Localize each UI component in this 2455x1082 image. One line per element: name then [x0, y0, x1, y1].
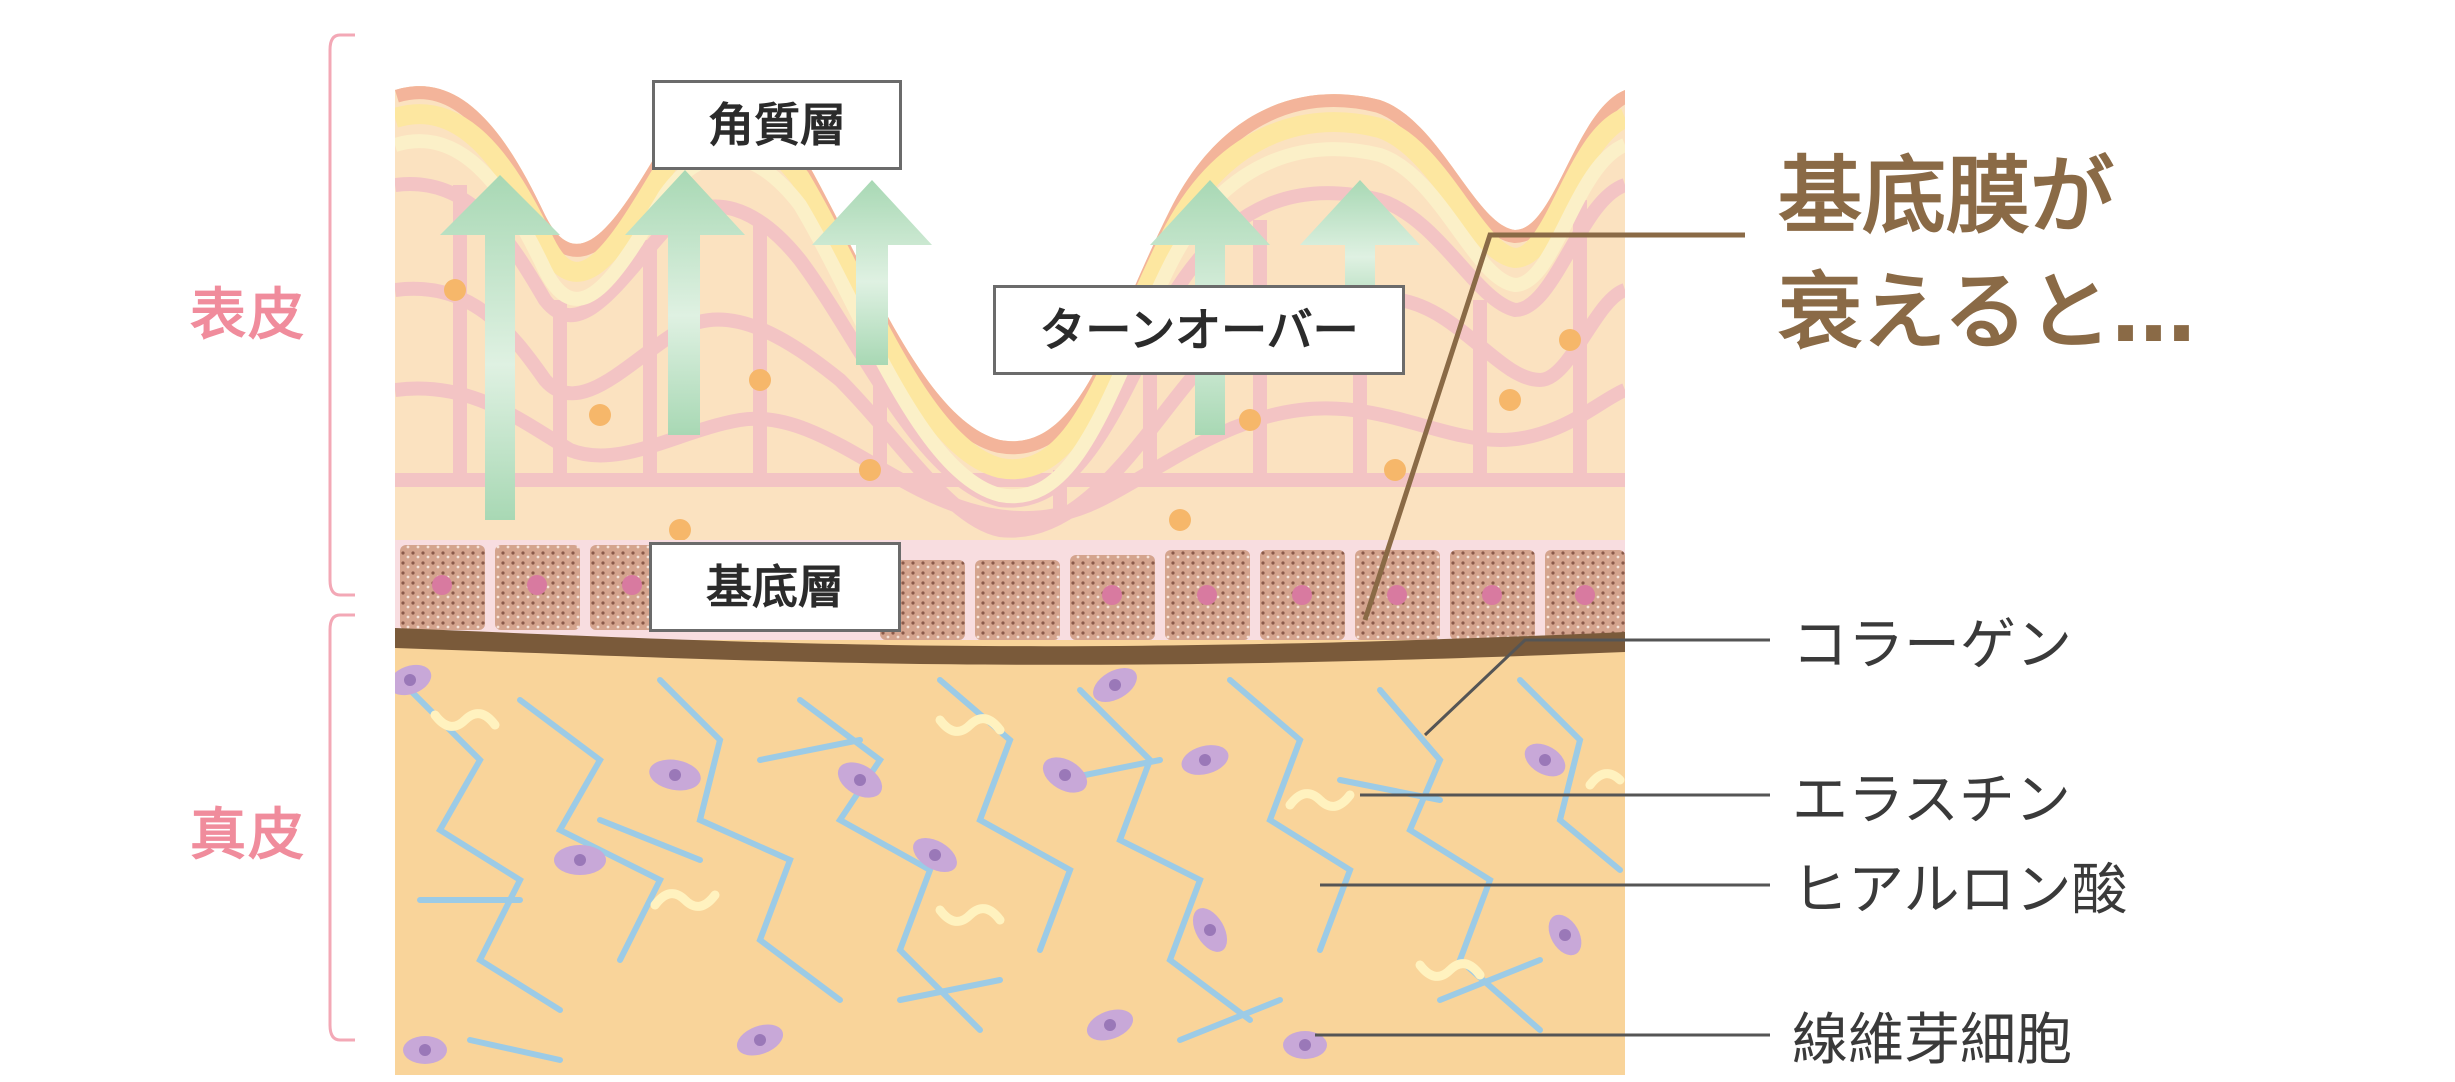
turnover-arrow [625, 170, 745, 435]
cell-nuclei [444, 279, 1581, 541]
fibroblast-callout: 線維芽細胞 [1792, 1008, 2072, 1073]
headline-line-1: 基底膜が [1778, 147, 2115, 245]
collagen-leader [1423, 638, 1770, 737]
headline-line-2: 衰えると… [1778, 263, 2196, 361]
dermis-bracket [328, 613, 355, 1042]
region-brackets [328, 33, 355, 1042]
hyaluronic-acid-callout: ヒアルロン酸 [1792, 858, 2128, 923]
stratum-corneum-band-1 [395, 104, 1625, 480]
basement-membrane-leader [1362, 232, 1745, 621]
stratum-corneum-label: 角質層 [652, 80, 902, 170]
turnover-arrow [1300, 180, 1420, 320]
collagen-callout: コラーゲン [1792, 613, 2072, 678]
skin-layers [395, 86, 1625, 1075]
basal-layer-label: 基底層 [649, 542, 901, 632]
turnover-arrow [440, 175, 560, 520]
epidermis-cell-walls [395, 176, 1625, 538]
elastin-fibers [430, 709, 1625, 981]
epidermis-label: 表皮 [190, 283, 306, 348]
leader-lines [1315, 232, 1770, 1037]
dermis-label: 真皮 [190, 803, 306, 868]
turnover-label: ターンオーバー [993, 285, 1405, 375]
stratum-corneum-band-2 [395, 134, 1625, 504]
fibroblast-cells [395, 664, 1582, 1064]
basement-membrane [395, 628, 1625, 665]
headline: 基底膜が 衰えると… [1778, 138, 2195, 370]
epidermis-bracket [328, 33, 355, 597]
elastin-callout: エラスチン [1792, 768, 2071, 833]
turnover-arrow [812, 180, 932, 365]
